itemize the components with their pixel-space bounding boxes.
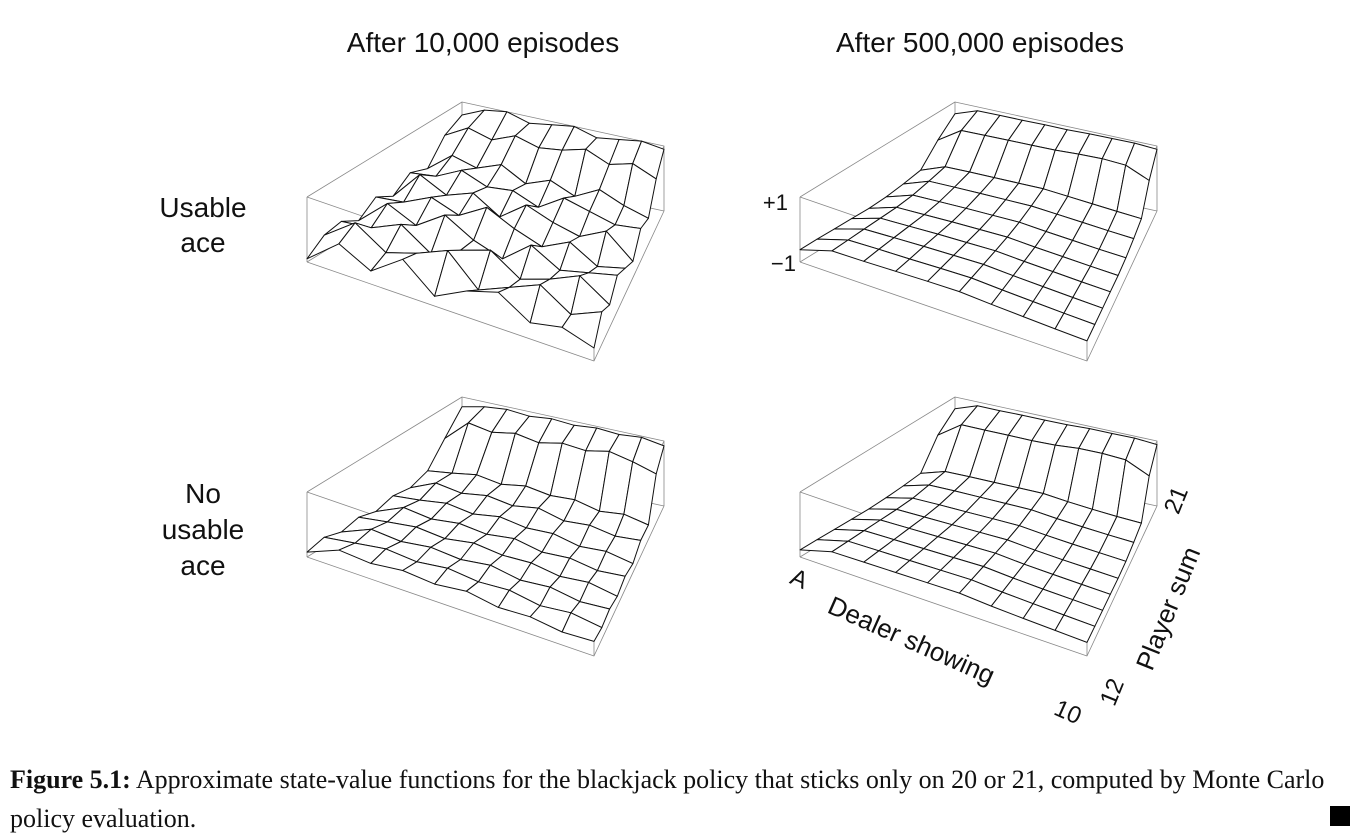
column-title-10000: After 10,000 episodes (347, 27, 619, 58)
surface-cell (561, 311, 603, 349)
caption-text: Approximate state-value functions for th… (10, 765, 1325, 833)
figure-caption: Figure 5.1: Approximate state-value func… (10, 760, 1350, 838)
panel-usable-ace-10000 (306, 101, 665, 362)
surface-panels (306, 101, 1158, 657)
column-title-500000: After 500,000 episodes (836, 27, 1124, 58)
y-tick-21: 21 (1159, 483, 1194, 518)
end-of-proof-square (1330, 806, 1350, 826)
row-label-no-usable-line2: usable (162, 514, 245, 545)
panel-no-usable-ace-500000 (799, 396, 1158, 657)
row-label-usable-line2: ace (180, 227, 225, 258)
x-tick-10: 10 (1050, 695, 1085, 731)
y-axis-label: Player sum (1130, 542, 1207, 674)
y-tick-12: 12 (1095, 675, 1130, 710)
z-tick-plus1: +1 (763, 190, 788, 215)
surface-cell (1054, 312, 1096, 342)
figure-plots: After 10,000 episodes After 500,000 epis… (159, 27, 1207, 731)
caption-label: Figure 5.1: (10, 765, 131, 794)
surface-cell (1054, 614, 1096, 643)
z-tick-minus1: −1 (771, 251, 796, 276)
panel-no-usable-ace-10000 (306, 396, 665, 657)
row-label-no-usable-line1: No (185, 478, 221, 509)
x-axis-label: Dealer showing (824, 590, 1000, 690)
row-label-usable-line1: Usable (159, 192, 246, 223)
surface-cell (561, 612, 603, 642)
row-label-no-usable-line3: ace (180, 550, 225, 581)
x-tick-A: A (786, 564, 812, 595)
panel-usable-ace-500000 (799, 101, 1158, 362)
